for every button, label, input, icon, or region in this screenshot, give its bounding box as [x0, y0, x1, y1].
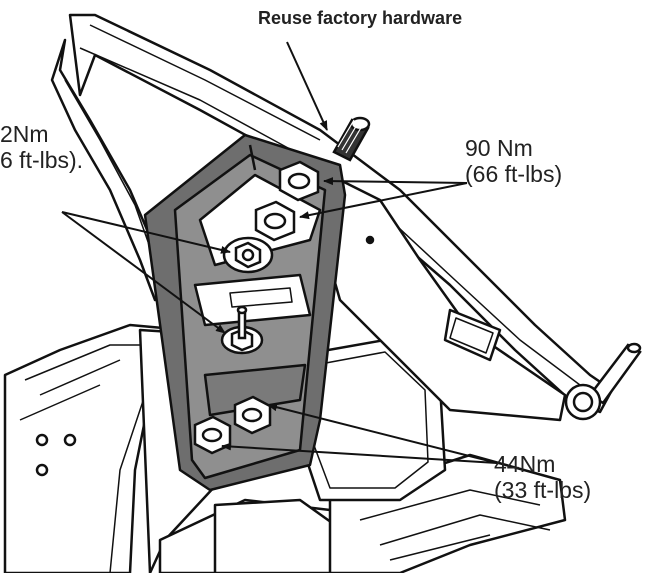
top-bolt-lower	[254, 200, 296, 242]
upper-right-torque-nm: 90 Nm	[465, 135, 533, 161]
upper-right-torque-ftlbs: (66 ft-lbs)	[465, 160, 563, 187]
right-end-bolt	[564, 342, 642, 421]
factory-hardware-bolt	[332, 116, 371, 162]
leader-lines	[61, 41, 498, 464]
left-torque-ftlbs: 6 ft-lbs).	[0, 146, 84, 173]
upper-right-torque-label: 90 Nm (66 ft-lbs)	[465, 135, 563, 188]
lower-right-torque-nm: 44Nm	[494, 451, 556, 477]
lower-bolt-left	[193, 415, 232, 455]
left-torque-label: 2Nm 6 ft-lbs).	[0, 121, 84, 174]
reuse-hardware-label: Reuse factory hardware	[258, 8, 463, 28]
lower-bolt-right	[233, 395, 272, 435]
top-bolt-upper	[278, 160, 320, 202]
stud-bolt	[220, 305, 264, 355]
upper-arm	[50, 13, 614, 422]
lower-right-torque-ftlbs: (33 ft-lbs)	[494, 476, 592, 503]
middle-washer-bolt	[222, 236, 274, 274]
lower-right-torque-label: 44Nm (33 ft-lbs)	[494, 451, 592, 504]
bracket-bolts	[193, 160, 320, 455]
left-torque-nm: 2Nm	[0, 121, 49, 147]
